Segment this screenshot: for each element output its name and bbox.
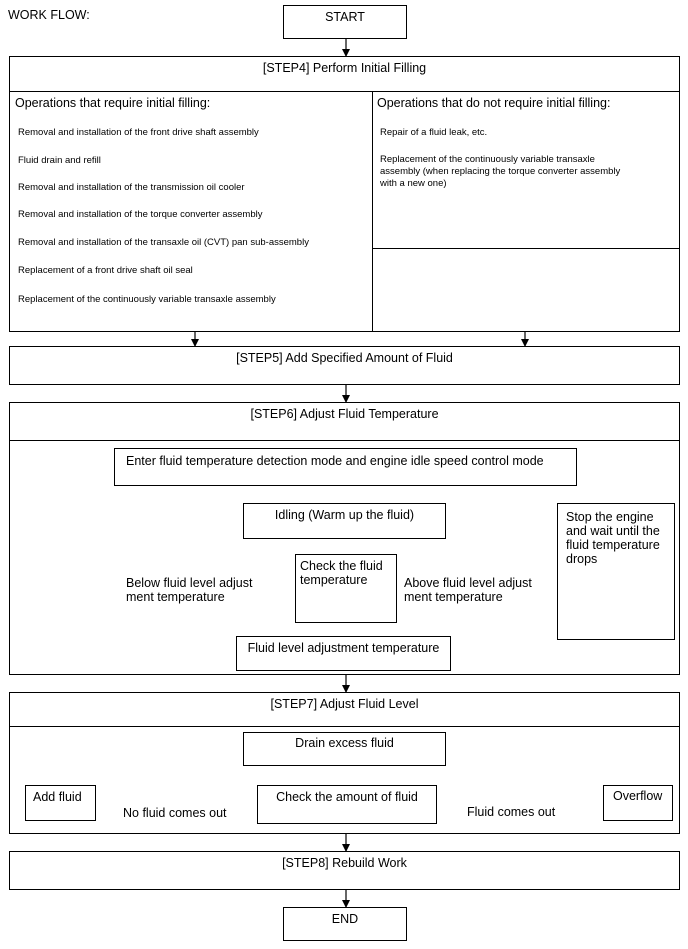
step4-left-item: Removal and installation of the torque c… — [18, 209, 263, 220]
check-temp-label: temperature — [300, 573, 368, 587]
above-label: ment temperature — [404, 590, 503, 604]
below-label: Below fluid level adjust — [126, 576, 253, 590]
step6-title: [STEP6] Adjust Fluid Temperature — [250, 407, 439, 421]
stop-engine-label: fluid temperature — [566, 538, 660, 552]
workflow-heading: WORK FLOW: — [8, 8, 90, 22]
check-temp-box: Check the fluid temperature — [295, 554, 397, 623]
fluid-comes-out-label: Fluid comes out — [467, 805, 556, 819]
overflow-box: Overflow — [603, 785, 673, 821]
add-fluid-box: Add fluid — [25, 785, 96, 821]
step4-right-panel: Operations that do not require initial f… — [372, 91, 680, 249]
step4-right-item: with a new one) — [380, 178, 447, 189]
step4-left-item: Removal and installation of the transmis… — [18, 182, 245, 193]
step4-right-item: Replacement of the continuously variable… — [380, 154, 595, 165]
step4-left-item: Replacement of a front drive shaft oil s… — [18, 265, 193, 276]
step5-box: [STEP5] Add Specified Amount of Fluid — [9, 346, 680, 385]
idling-label: Idling (Warm up the fluid) — [274, 508, 415, 522]
check-temp-label: Check the fluid — [300, 559, 383, 573]
no-fluid-label: No fluid comes out — [123, 806, 227, 820]
stop-engine-label: and wait until the — [566, 524, 660, 538]
step4-left-header: Operations that require initial filling: — [15, 96, 211, 110]
check-amount-label: Check the amount of fluid — [276, 790, 418, 804]
step4-left-panel: Operations that require initial filling:… — [9, 91, 373, 332]
end-label: END — [331, 912, 359, 926]
start-box: START — [283, 5, 407, 39]
step8-title: [STEP8] Rebuild Work — [282, 856, 407, 870]
step4-title: [STEP4] Perform Initial Filling — [262, 61, 427, 75]
step4-left-item: Removal and installation of the transaxl… — [18, 237, 309, 248]
drain-label: Drain excess fluid — [295, 736, 394, 750]
step4-right-item: assembly (when replacing the torque conv… — [380, 166, 621, 177]
stop-engine-label: Stop the engine — [566, 510, 654, 524]
drain-box: Drain excess fluid — [243, 732, 446, 766]
enter-mode-label: Enter fluid temperature detection mode a… — [126, 454, 544, 468]
start-label: START — [325, 10, 365, 24]
enter-mode-box: Enter fluid temperature detection mode a… — [114, 448, 577, 486]
fluid-level-temp-box: Fluid level adjustment temperature — [236, 636, 451, 671]
step5-title: [STEP5] Add Specified Amount of Fluid — [236, 351, 453, 365]
add-fluid-label: Add fluid — [33, 790, 82, 804]
check-amount-box: Check the amount of fluid — [257, 785, 437, 824]
stop-engine-box: Stop the engine and wait until the fluid… — [557, 503, 675, 640]
step4-left-item: Fluid drain and refill — [18, 155, 101, 166]
step7-title: [STEP7] Adjust Fluid Level — [270, 697, 419, 711]
step4-right-item: Repair of a fluid leak, etc. — [380, 127, 488, 138]
step4-right-header: Operations that do not require initial f… — [377, 96, 611, 110]
idling-box: Idling (Warm up the fluid) — [243, 503, 446, 539]
step4-left-item: Replacement of the continuously variable… — [18, 294, 276, 305]
step4-left-item: Removal and installation of the front dr… — [18, 127, 259, 138]
above-label: Above fluid level adjust — [404, 576, 532, 590]
fluid-level-temp-label: Fluid level adjustment temperature — [247, 641, 440, 655]
stop-engine-label: drops — [566, 552, 598, 566]
step8-box: [STEP8] Rebuild Work — [9, 851, 680, 890]
end-box: END — [283, 907, 407, 941]
below-label: ment temperature — [126, 590, 225, 604]
overflow-label: Overflow — [613, 789, 663, 803]
